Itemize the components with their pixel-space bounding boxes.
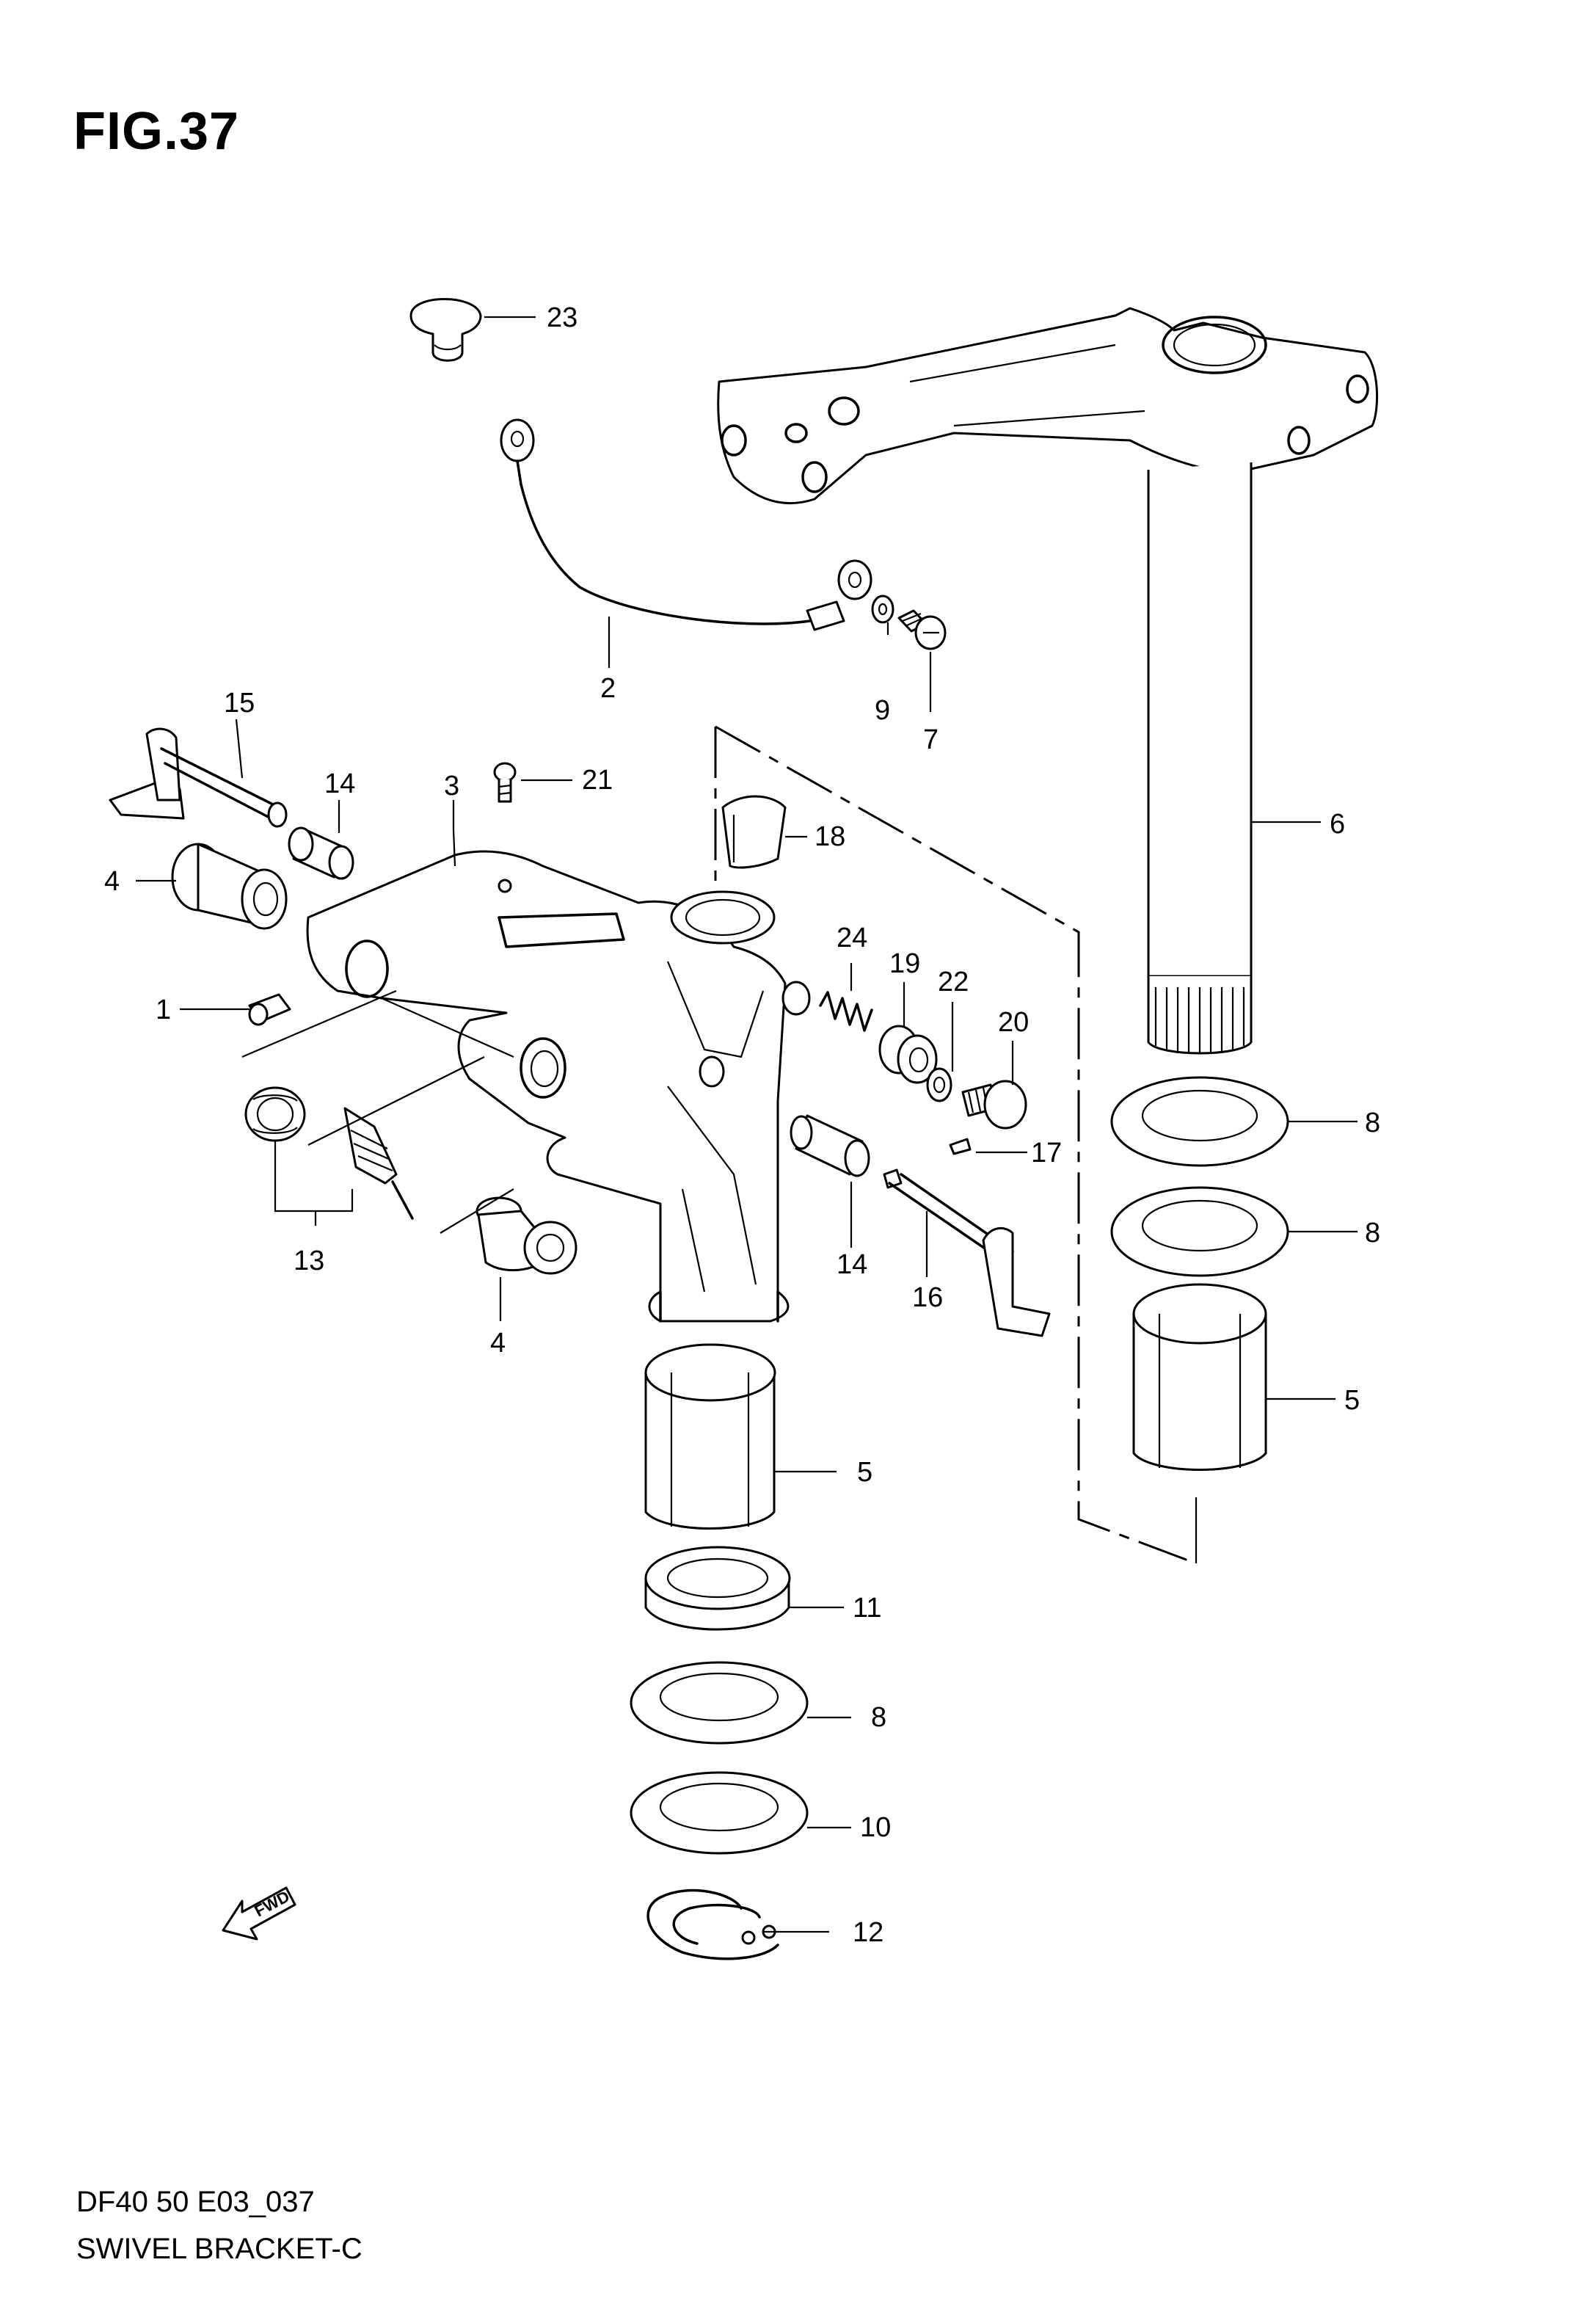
figure-name: SWIVEL BRACKET-C (76, 2233, 362, 2265)
part-2-ground-wire (500, 418, 872, 631)
callout-1: 1 (156, 995, 171, 1025)
part-8-washer-right-1 (1110, 1076, 1289, 1167)
part-5-split-bushing-right (1132, 1283, 1267, 1471)
part-22-washer (926, 1067, 952, 1102)
callout-12: 12 (853, 1917, 883, 1948)
part-1-grease-nipple (248, 993, 291, 1026)
callout-14-upper: 14 (324, 768, 355, 799)
part-15-tilt-pin (109, 727, 288, 828)
part-12-circlip (646, 1889, 779, 1960)
part-4-bushing-lower (475, 1196, 577, 1275)
callout-15: 15 (224, 688, 255, 719)
callout-16: 16 (912, 1282, 943, 1313)
part-7-screw (897, 609, 947, 650)
callout-17: 17 (1031, 1138, 1062, 1168)
part-20-bolt (961, 1080, 1027, 1130)
part-14-bushing-lower (790, 1114, 870, 1177)
part-11-oil-seal (644, 1546, 791, 1631)
figure-title: FIG.37 (73, 102, 240, 161)
callout-4-upper: 4 (104, 866, 120, 897)
part-24-spring (819, 991, 873, 1032)
callout-18: 18 (815, 821, 845, 852)
part-16-tilt-pin (883, 1168, 1051, 1337)
part-23-plug (409, 298, 482, 362)
callout-6: 6 (1330, 809, 1345, 840)
callout-8-right-upper: 8 (1365, 1108, 1380, 1138)
callout-3: 3 (444, 771, 459, 801)
callout-22: 22 (938, 967, 969, 997)
callout-20: 20 (998, 1007, 1029, 1038)
model-code: DF40 50 E03_037 (76, 2186, 315, 2218)
callout-14-lower: 14 (837, 1249, 867, 1280)
leader-lines (136, 316, 1358, 1933)
fwd-direction-arrow: FWD (222, 1886, 296, 1941)
callout-8-center: 8 (871, 1702, 886, 1733)
part-21-bolt (493, 762, 517, 803)
callout-7: 7 (923, 724, 939, 755)
callout-8-right-lower: 8 (1365, 1218, 1380, 1248)
part-17-pin (949, 1138, 972, 1155)
callout-21: 21 (582, 765, 613, 796)
part-8-washer-center (630, 1661, 809, 1745)
callout-23: 23 (547, 302, 577, 333)
callout-labels: 23 2 9 7 6 15 14 3 21 18 4 24 19 22 20 1… (104, 302, 1380, 1948)
part-18-plate (721, 795, 787, 869)
callout-9: 9 (875, 695, 890, 726)
callout-4-lower: 4 (490, 1328, 506, 1359)
part-3-swivel-bracket (306, 850, 811, 1323)
callout-10: 10 (860, 1812, 891, 1843)
part-5-split-bushing-center (644, 1343, 776, 1530)
callout-13: 13 (294, 1246, 324, 1276)
part-4-bushing-upper (171, 843, 288, 930)
part-8-washer-right-2 (1110, 1186, 1289, 1277)
callout-24: 24 (837, 923, 867, 953)
part-6-steering-bracket (717, 307, 1378, 1055)
callout-5-right: 5 (1344, 1385, 1360, 1416)
part-14-bushing-upper (288, 826, 354, 880)
part-19-bushing (878, 1025, 938, 1084)
callout-19: 19 (889, 948, 920, 979)
part-10-washer (630, 1771, 809, 1855)
callout-2: 2 (600, 673, 616, 704)
part-13-stopper-assembly (244, 1086, 414, 1220)
callout-5-center: 5 (857, 1457, 872, 1488)
assembly-reference-lines (241, 725, 1198, 1565)
callout-11: 11 (853, 1593, 881, 1624)
part-9-washer (871, 595, 894, 624)
